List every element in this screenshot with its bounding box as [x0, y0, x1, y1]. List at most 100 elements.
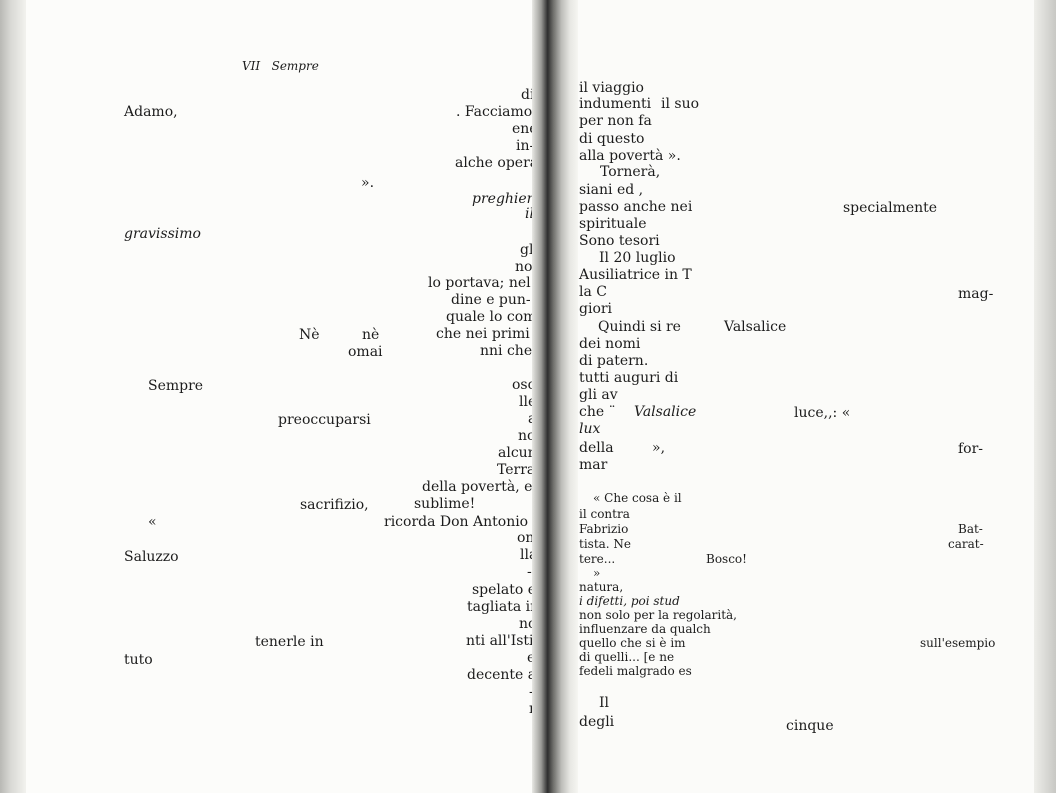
text-line: lo portava; nel [428, 275, 531, 291]
text-line: spirituale [579, 216, 647, 232]
text-line: preoccuparsi [278, 412, 371, 428]
text-line: cinque [786, 718, 834, 734]
text-line: lux [579, 421, 601, 437]
text-line: la C [579, 284, 607, 300]
text-line: alla povertà ». [579, 148, 681, 164]
left-page: VII Sempre di Adamo, . Facciamo ene in- … [0, 0, 545, 793]
text-line: mar [579, 457, 608, 473]
text-line: nti all'Isti- [466, 633, 539, 649]
text-line: di [521, 87, 535, 103]
text-line: il viaggio [579, 80, 644, 96]
quote-line: i difetti, poi stud [579, 594, 680, 608]
text-line: dei nomi [579, 336, 641, 352]
text-line: alcun [498, 445, 537, 461]
scan-edge-shadow [0, 0, 26, 793]
quote-line: Bat- [958, 522, 983, 536]
text-line: Tornerà, [600, 164, 661, 180]
text-line: Adamo, [124, 104, 178, 120]
quote-line: influenzare da qualch [579, 622, 711, 636]
text-line: Quindi si re [598, 319, 681, 335]
text-line: Sono tesori [579, 233, 660, 249]
text-line: Ausiliatrice in T [579, 267, 692, 283]
chapter-title: Sempre [271, 59, 319, 73]
text-line: no [518, 428, 536, 444]
text-line: ene [512, 121, 538, 137]
running-header: VII Sempre [242, 58, 319, 75]
quote-line: sull'esempio [920, 636, 996, 650]
text-line: di patern. [579, 353, 649, 369]
quote-line: natura, [579, 580, 624, 594]
text-line: di questo [579, 131, 645, 147]
text-line: decente al [467, 667, 541, 683]
text-line: quale lo com- [446, 309, 542, 325]
text-line: . Facciamo [456, 104, 533, 120]
text-line: dine e pun- [451, 292, 531, 308]
book-gutter-shadow [532, 0, 578, 793]
text-line: Sempre [148, 378, 204, 394]
text-line: spelato e [472, 582, 537, 598]
text-line: », [652, 440, 666, 456]
text-line: Nè [299, 327, 320, 343]
quote-line: di quelli... [e ne [579, 650, 675, 664]
text-line: Il 20 luglio [599, 250, 676, 266]
text-line: della povertà, ed [422, 479, 542, 495]
text-line: della [579, 440, 614, 456]
text-line: sublime! [414, 496, 476, 512]
text-line: mag- [958, 286, 994, 302]
text-line: Valsalice [724, 319, 787, 335]
text-line: for- [958, 441, 984, 457]
text-line: tagliata in [467, 599, 540, 615]
text-line: tutti auguri di [579, 370, 679, 386]
chapter-number: VII [242, 59, 261, 73]
text-line: che ¨ [579, 404, 616, 420]
text-line: Il [599, 695, 610, 711]
right-page: il viaggio indumenti il suo per non fa d… [545, 0, 1056, 793]
quote-line: non solo per la regolarità, [579, 608, 737, 622]
quote-line: il contra [579, 507, 630, 521]
text-line: ricorda Don Antonio [384, 514, 529, 530]
quote-line: carat- [948, 537, 984, 551]
text-line: « [148, 514, 157, 530]
quote-line: Bosco! [706, 552, 747, 566]
text-line: nni che [480, 343, 533, 359]
text-line: gravissimo [124, 226, 201, 242]
text-line: - [529, 684, 534, 701]
text-line: e [527, 650, 535, 667]
text-line: -, [527, 564, 536, 581]
text-line: Saluzzo [124, 549, 179, 565]
text-line: che nei primi [436, 326, 530, 342]
text-line: siani ed , [579, 182, 644, 198]
text-line: giori [579, 301, 613, 317]
quote-line: « Che cosa è il [593, 491, 682, 505]
text-line: lle [519, 394, 537, 410]
quote-line: quello che si è im [579, 636, 686, 650]
text-line: il suo [661, 96, 700, 112]
text-line: ». [361, 175, 375, 191]
text-line: indumenti [579, 96, 652, 112]
quote-line: tere... [579, 552, 616, 566]
text-line: in- [516, 138, 535, 154]
text-line: passo anche nei [579, 199, 693, 215]
quote-line: » [593, 566, 601, 580]
quote-line: tista. Ne [579, 537, 632, 551]
text-line: Terra [497, 462, 536, 478]
text-line: specialmente [843, 200, 938, 216]
text-line: alche opera [455, 155, 539, 171]
text-line: degli [579, 714, 615, 730]
text-line: gli av [579, 387, 618, 403]
text-line: tenerle in [255, 634, 324, 650]
scan-edge-shadow [1034, 0, 1056, 793]
text-line: luce,,: « [794, 405, 851, 421]
text-line: preghiere, [472, 191, 545, 207]
text-line: omai [348, 344, 383, 360]
text-line: oso [512, 377, 537, 393]
text-line: il [525, 206, 534, 222]
text-line: nè [362, 327, 380, 343]
text-line: tuto [124, 652, 153, 668]
text-line: on [517, 530, 535, 546]
quote-line: Fabrizio [579, 522, 629, 536]
text-line: sacrifizio, [300, 497, 369, 513]
text-line: no [515, 259, 533, 275]
text-line: per non fa [579, 113, 652, 129]
text-line: Valsalice [634, 404, 697, 420]
